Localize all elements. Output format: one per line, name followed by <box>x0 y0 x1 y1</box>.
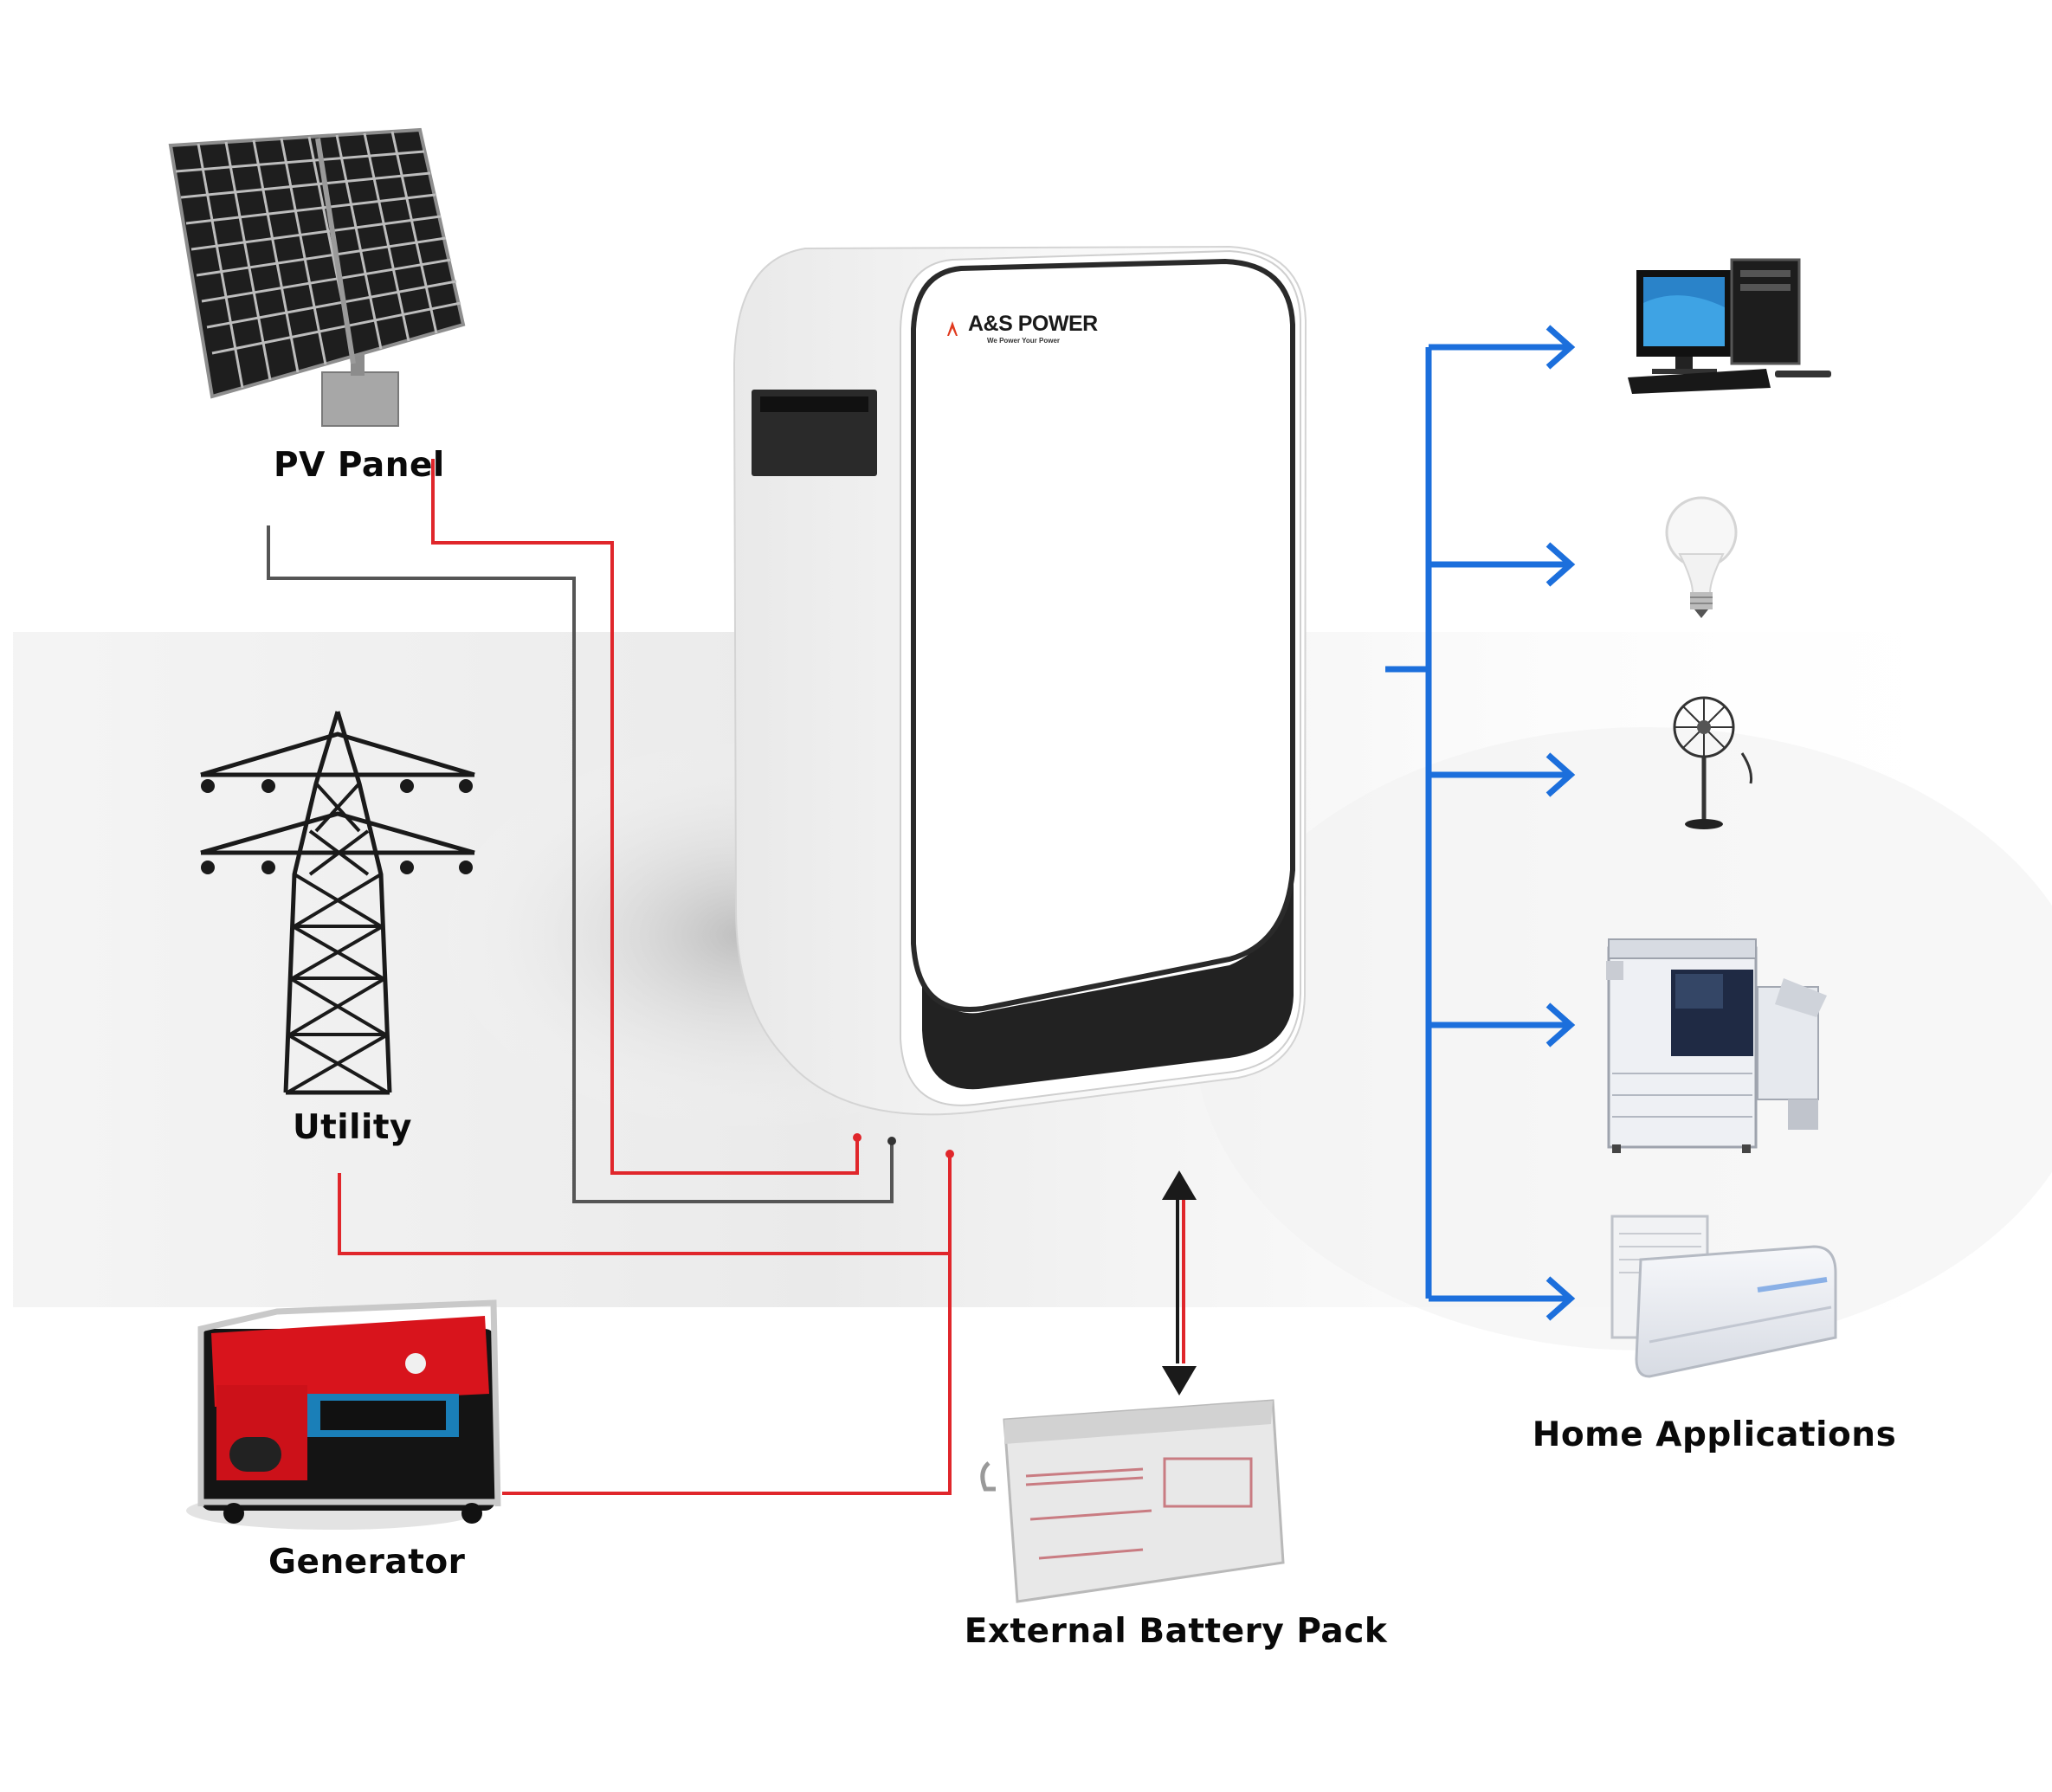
pv-wire <box>431 459 859 1175</box>
generator-wire <box>502 1254 952 1495</box>
battery-icon <box>980 1399 1285 1603</box>
pv-panel-label: PV Panel <box>274 446 445 485</box>
brand-tagline: We Power Your Power <box>987 337 1061 345</box>
utility-label: Utility <box>293 1108 412 1147</box>
home-applications-label: Home Applications <box>1532 1415 1897 1454</box>
output-bus <box>1385 325 1576 1321</box>
copier-icon <box>1606 938 1827 1153</box>
battery-link-arrow <box>1162 1170 1197 1396</box>
brand-name: A&S POWER <box>968 312 1098 336</box>
utility-wire <box>338 1154 952 1255</box>
air-conditioner-icon <box>1610 1215 1837 1378</box>
transmission-tower-icon <box>200 711 475 1095</box>
solar-panel-icon <box>168 127 466 427</box>
inverter-unit <box>732 245 1307 1116</box>
light-bulb-icon <box>1665 496 1738 618</box>
wiring <box>267 459 954 1495</box>
triangle-logo-icon <box>947 321 958 336</box>
gray-wire <box>267 525 894 1203</box>
generator-icon <box>186 1299 501 1530</box>
generator-label: Generator <box>268 1543 466 1582</box>
standing-fan-icon <box>1673 696 1752 829</box>
desktop-computer-icon <box>1628 258 1831 394</box>
battery-pack-label: External Battery Pack <box>964 1612 1388 1651</box>
